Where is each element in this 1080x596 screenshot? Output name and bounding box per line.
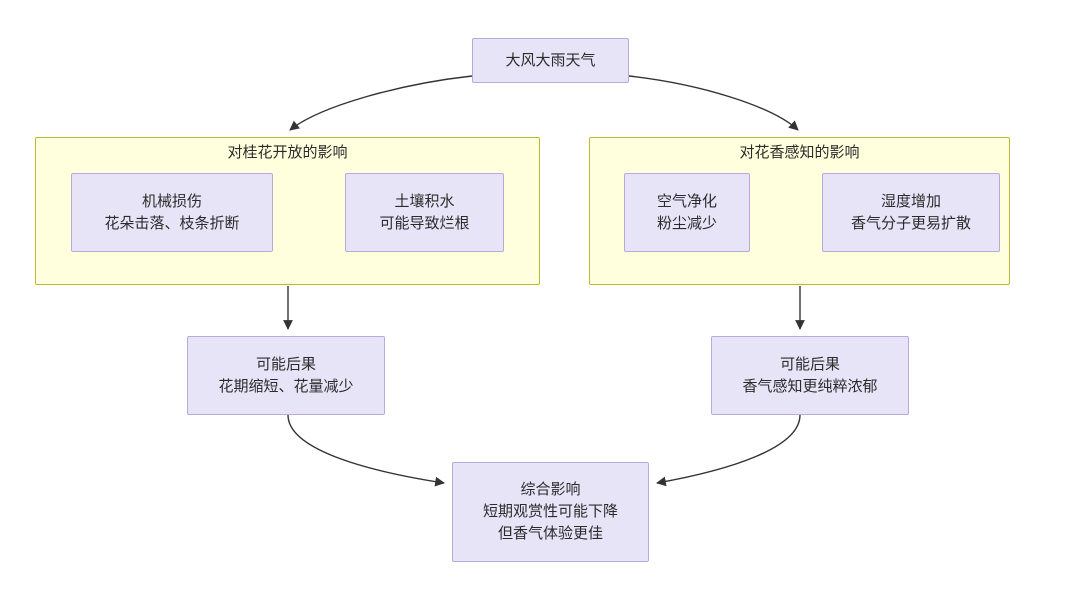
- node-mechanical-damage-line2: 花朵击落、枝条折断: [104, 214, 240, 232]
- node-outcome-fragrance-line1: 可能后果: [779, 355, 840, 373]
- node-air-purification-line1: 空气净化: [656, 192, 717, 210]
- node-combined-impact[interactable]: 综合影响 短期观赏性可能下降 但香气体验更佳: [452, 462, 649, 562]
- node-air-purification[interactable]: 空气净化 粉尘减少: [624, 173, 750, 252]
- node-outcome-bloom-line2: 花期缩短、花量减少: [218, 377, 354, 395]
- edge-outcome-bloom-to-combined-impact: [287, 414, 445, 487]
- node-mechanical-damage[interactable]: 机械损伤 花朵击落、枝条折断: [71, 173, 273, 252]
- node-weather-label: 大风大雨天气: [505, 51, 596, 69]
- node-outcome-bloom-line1: 可能后果: [255, 355, 316, 373]
- node-outcome-bloom[interactable]: 可能后果 花期缩短、花量减少: [187, 336, 385, 415]
- node-outcome-fragrance-line2: 香气感知更纯粹浓郁: [742, 377, 878, 395]
- node-air-purification-line2: 粉尘减少: [656, 214, 717, 232]
- node-soil-waterlogging[interactable]: 土壤积水 可能导致烂根: [345, 173, 504, 252]
- node-humidity-increase[interactable]: 湿度增加 香气分子更易扩散: [822, 173, 1000, 252]
- edge-weather-to-cluster-fragrance: [628, 75, 799, 131]
- node-combined-impact-line2: 短期观赏性可能下降: [482, 503, 618, 520]
- node-humidity-increase-line2: 香气分子更易扩散: [850, 214, 971, 232]
- node-outcome-fragrance[interactable]: 可能后果 香气感知更纯粹浓郁: [711, 336, 909, 415]
- node-soil-waterlogging-line2: 可能导致烂根: [379, 214, 470, 232]
- node-humidity-increase-line1: 湿度增加: [880, 192, 941, 210]
- cluster-fragrance-label: 对花香感知的影响: [739, 144, 860, 161]
- node-soil-waterlogging-line1: 土壤积水: [394, 192, 455, 210]
- node-mechanical-damage-line1: 机械损伤: [141, 192, 202, 210]
- node-combined-impact-line3: 但香气体验更佳: [497, 525, 603, 542]
- edge-outcome-fragrance-to-combined-impact: [656, 414, 801, 487]
- node-combined-impact-line1: 综合影响: [520, 481, 581, 498]
- node-weather[interactable]: 大风大雨天气: [472, 38, 629, 83]
- cluster-bloom-label: 对桂花开放的影响: [227, 144, 348, 161]
- edge-weather-to-cluster-bloom: [289, 75, 473, 131]
